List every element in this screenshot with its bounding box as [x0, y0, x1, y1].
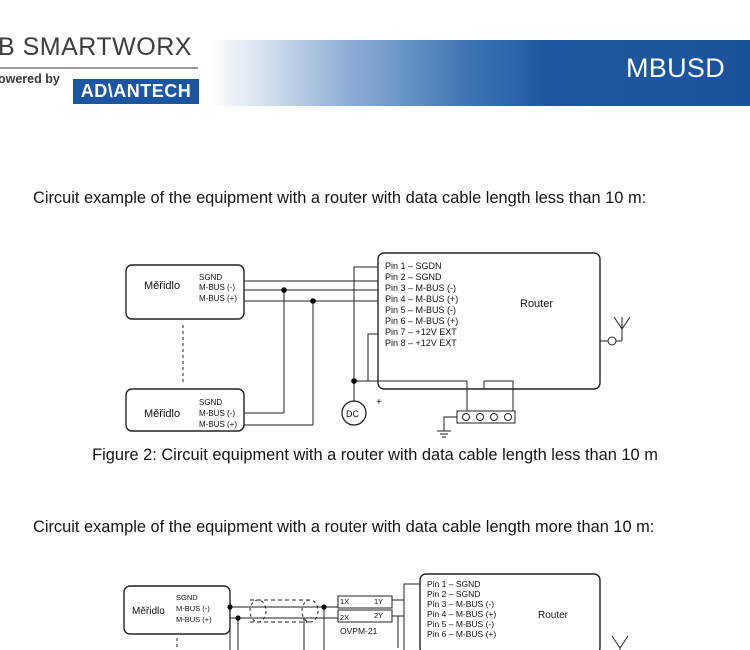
router-label-long: Router: [538, 610, 569, 621]
long-router-pin-5: Pin 5 – M-BUS (-): [427, 619, 494, 629]
meter-label-2: Měřidlo: [144, 408, 180, 420]
dc-polarity: +: [376, 397, 382, 408]
circuit-diagram-long-cable: Měřidlo SGND M-BUS (-) M-BUS (+) 1X 1Y 2…: [123, 573, 629, 650]
meter-label-long: Měřidlo: [132, 606, 165, 617]
antenna-connector: [607, 336, 617, 346]
router-box: [377, 252, 601, 390]
long-router-pin-3: Pin 3 – M-BUS (-): [427, 599, 494, 609]
meter1-signal-mbus-minus: M-BUS (-): [199, 283, 235, 292]
router-pin-8: Pin 8 – +12V EXT: [385, 338, 457, 348]
meter1-signal-sgnd: SGND: [199, 273, 222, 282]
long-router-pin-6: Pin 6 – M-BUS (+): [427, 629, 496, 639]
long-router-pin-1: Pin 1 – SGND: [427, 579, 480, 589]
header-banner: MBUSD: [210, 40, 750, 106]
powered-by-text: owered by: [0, 72, 60, 86]
figure-2-caption: Figure 2: Circuit equipment with a route…: [92, 446, 658, 464]
long-meter-signal-mbus-plus: M-BUS (+): [176, 615, 212, 624]
circuit-diagram-short-cable: Měřidlo SGND M-BUS (-) M-BUS (+) Měřidlo…: [125, 252, 631, 438]
router-pin-6: Pin 6 – M-BUS (+): [385, 316, 458, 326]
ovp-terminal-1x: 1X: [340, 597, 349, 606]
long-meter-signal-mbus-minus: M-BUS (-): [176, 604, 210, 613]
dc-label: DC: [346, 409, 359, 419]
page-header: B SMARTWORX owered by AD\ANTECH MBUSD: [0, 0, 750, 108]
company-logo: B SMARTWORX: [0, 33, 192, 61]
meter2-signal-mbus-minus: M-BUS (-): [199, 409, 235, 418]
meter2-signal-mbus-plus: M-BUS (+): [199, 420, 237, 429]
ovp-terminal-2x: 2X: [340, 613, 349, 622]
section-title: MBUSD: [625, 53, 725, 83]
ovp-terminal-1y: 1Y: [374, 597, 383, 606]
router-pin-7: Pin 7 – +12V EXT: [385, 327, 457, 337]
dc-source: [341, 400, 367, 426]
intro-paragraph-short-cable: Circuit example of the equipment with a …: [33, 189, 647, 207]
ovp-terminal-2y: 2Y: [374, 611, 383, 620]
antenna-icon-long: [611, 635, 629, 649]
long-meter-signal-sgnd: SGND: [176, 593, 198, 602]
antenna-icon: [613, 316, 631, 330]
router-label: Router: [520, 298, 553, 310]
router-pin-1: Pin 1 – SGDN: [385, 261, 442, 271]
ovpm-label: OVPM-21: [340, 626, 378, 636]
router-pin-2: Pin 2 – SGND: [385, 272, 442, 282]
long-router-pin-4: Pin 4 – M-BUS (+): [427, 609, 496, 619]
long-router-pin-2: Pin 2 – SGND: [427, 589, 480, 599]
meter2-signal-sgnd: SGND: [199, 398, 222, 407]
meter-box-2: [125, 388, 245, 432]
connector-block: [456, 410, 516, 424]
router-pin-5: Pin 5 – M-BUS (-): [385, 305, 456, 315]
router-pin-3: Pin 3 – M-BUS (-): [385, 283, 456, 293]
meter-label-1: Měřidlo: [144, 280, 180, 292]
meter1-signal-mbus-plus: M-BUS (+): [199, 294, 237, 303]
partner-logo: AD\ANTECH: [73, 79, 199, 104]
router-box-long: [419, 573, 601, 650]
meter-box-1: [125, 264, 245, 320]
logo-divider: [0, 67, 198, 69]
ovpm-upper: [337, 595, 393, 609]
router-pin-4: Pin 4 – M-BUS (+): [385, 294, 458, 304]
intro-paragraph-long-cable: Circuit example of the equipment with a …: [33, 518, 655, 536]
